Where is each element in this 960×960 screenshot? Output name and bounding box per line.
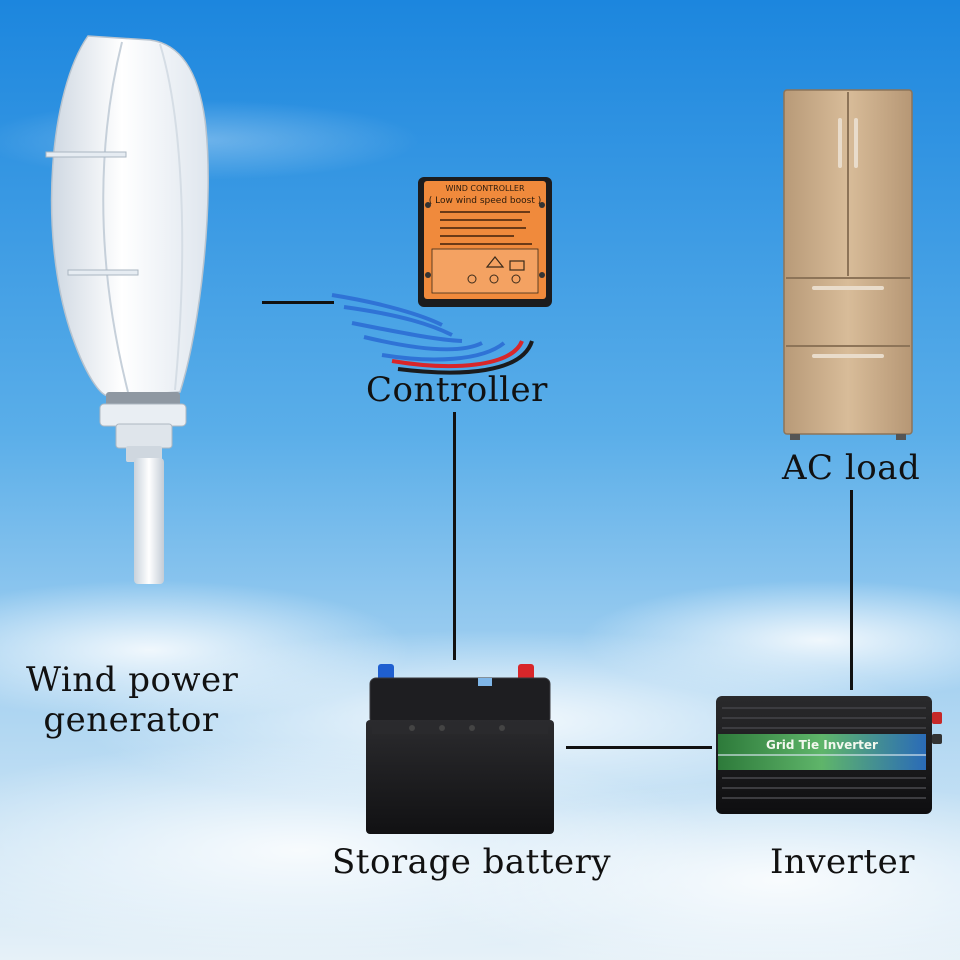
wind-generator-label-line2: generator [43, 700, 219, 740]
wire-battery-to-inverter [566, 746, 712, 749]
wind-generator-label: Wind power generator [26, 660, 239, 740]
refrigerator-icon [783, 89, 913, 440]
controller-panel-subtitle: ( Low wind speed boost ) [429, 196, 541, 206]
controller-label: Controller [366, 370, 548, 410]
wire-turbine-to-controller [262, 301, 334, 304]
wind-generator-label-line1: Wind power [26, 660, 239, 700]
inverter-icon: Grid Tie Inverter [716, 696, 942, 814]
storage-battery-label: Storage battery [332, 842, 612, 882]
wire-inverter-to-acload [850, 490, 853, 690]
inverter-panel-title: Grid Tie Inverter [766, 738, 878, 752]
wind-turbine-icon [45, 35, 209, 584]
controller-panel-title: WIND CONTROLLER [445, 184, 525, 193]
wire-controller-to-battery [453, 412, 456, 660]
car-battery-icon [366, 664, 554, 834]
ac-load-label: AC load [782, 448, 921, 488]
charge-controller-icon: WIND CONTROLLER ( Low wind speed boost ) [331, 177, 552, 375]
inverter-label: Inverter [770, 842, 915, 882]
